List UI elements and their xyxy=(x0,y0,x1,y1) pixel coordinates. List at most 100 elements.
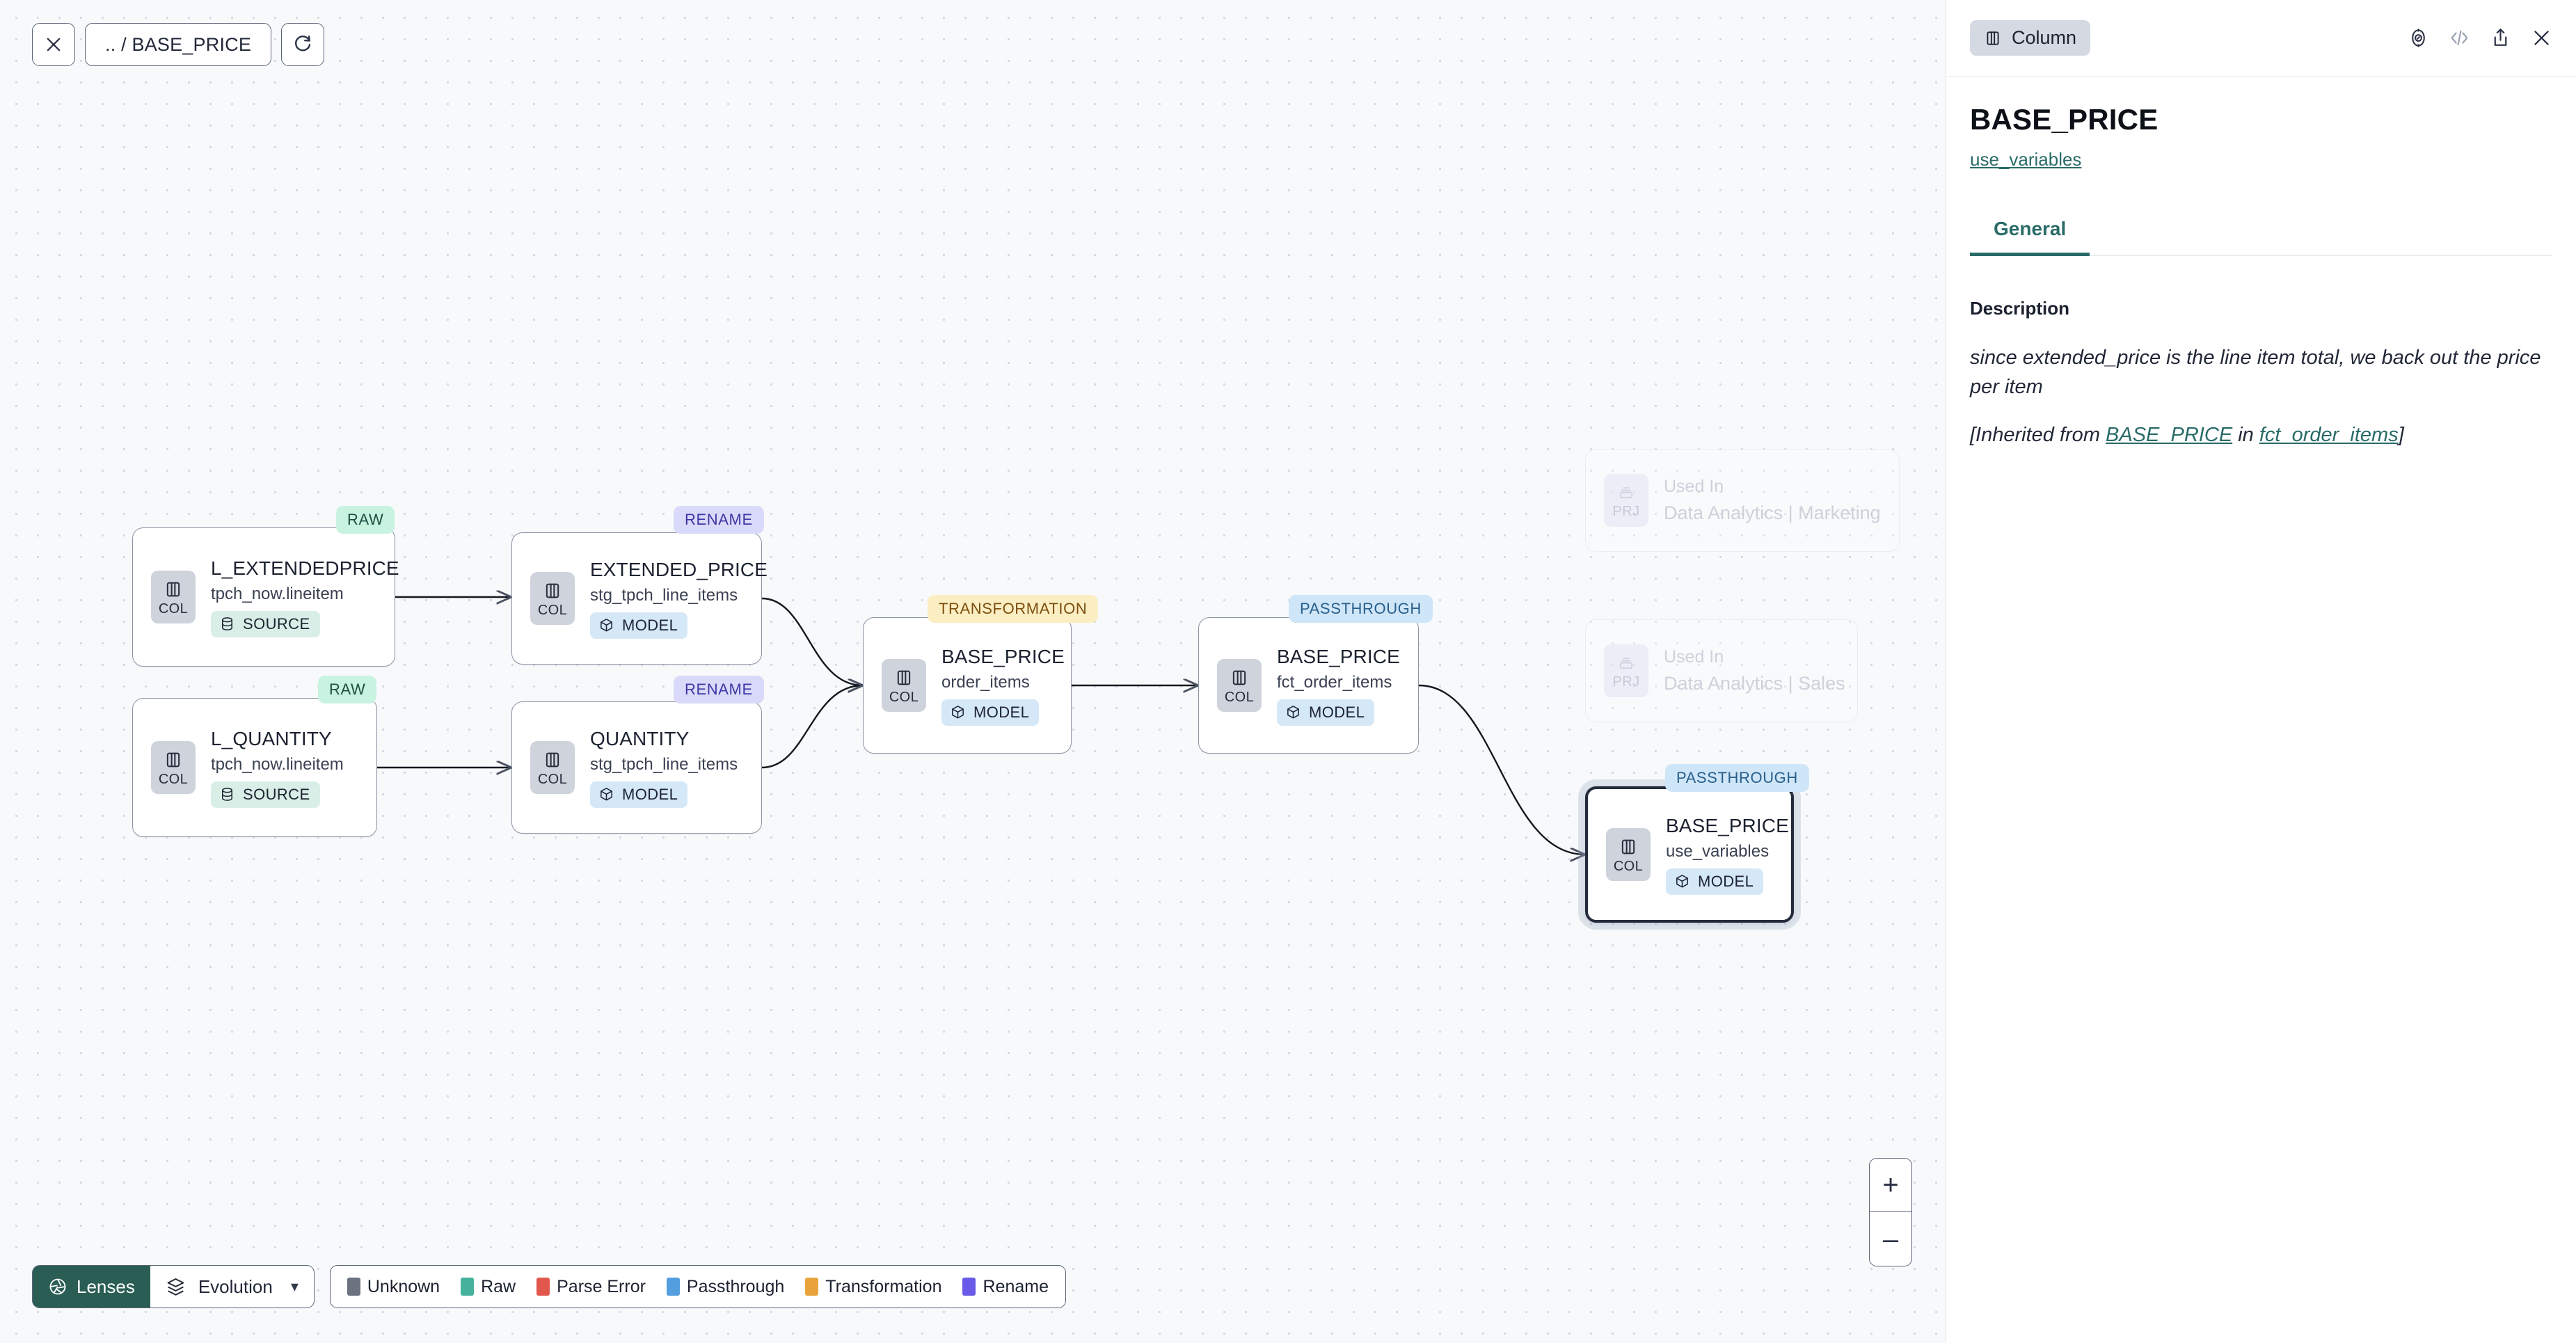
node-kind-badge: SOURCE xyxy=(211,610,320,637)
legend-label: Rename xyxy=(983,1276,1049,1296)
legend-item-raw: Raw xyxy=(461,1277,516,1297)
refresh-icon xyxy=(295,35,311,51)
layers-icon xyxy=(167,1278,184,1296)
node-title: EXTENDED_PRICE xyxy=(590,558,768,580)
node-title: L_EXTENDEDPRICE xyxy=(211,557,399,579)
description-inherited-note: [Inherited from BASE_PRICE in fct_order_… xyxy=(1970,424,2552,447)
col-badge-label: COL xyxy=(1613,858,1644,874)
used-in-card-sales[interactable]: PRJ Used In Data Analytics | Sales xyxy=(1585,619,1858,722)
database-icon xyxy=(222,788,232,801)
col-badge-label: COL xyxy=(537,771,568,787)
node-title: BASE_PRICE xyxy=(1277,645,1400,667)
node-l-extendedprice[interactable]: COL L_EXTENDEDPRICE tpch_now.lineitem SO… xyxy=(132,527,399,667)
panel-header-actions xyxy=(2408,27,2552,49)
compass-icon[interactable] xyxy=(2408,27,2429,49)
node-subtitle: use_variables xyxy=(1666,841,1770,861)
column-icon xyxy=(1987,31,1999,45)
node-subtitle: stg_tpch_line_items xyxy=(590,585,738,605)
inherited-column-link[interactable]: BASE_PRICE xyxy=(2106,424,2233,447)
used-in-card-marketing[interactable]: PRJ Used In Data Analytics | Marketing xyxy=(1585,449,1900,552)
panel-tabs: General xyxy=(1970,218,2552,256)
legend-item-passthrough: Passthrough xyxy=(666,1276,785,1297)
zoom-in-button[interactable]: + xyxy=(1870,1159,1911,1212)
chevron-down-icon: ▾ xyxy=(290,1278,299,1295)
refresh-button[interactable] xyxy=(281,23,325,66)
col-badge-label: COL xyxy=(889,689,919,705)
node-base-price-fct-order-items[interactable]: COL BASE_PRICE fct_order_items MODEL xyxy=(1198,617,1419,754)
node-extended-price[interactable]: COL EXTENDED_PRICE stg_tpch_line_items M… xyxy=(511,532,768,665)
node-kind-label: MODEL xyxy=(622,785,678,803)
canvas-bottom-toolbar: Lenses Evolution ▾ Unknown Raw xyxy=(32,1265,1066,1308)
details-panel-header: Column xyxy=(1946,0,2576,77)
lenses-label: Lenses xyxy=(77,1276,135,1297)
node-kind-label: MODEL xyxy=(1698,872,1754,890)
project-icon xyxy=(1619,487,1633,499)
used-in-name: Data Analytics | Marketing xyxy=(1664,502,1881,523)
node-subtitle: stg_tpch_line_items xyxy=(590,754,738,774)
lenses-button[interactable]: Lenses xyxy=(33,1266,150,1308)
lineage-canvas[interactable]: .. / BASE_PRICE xyxy=(0,0,1946,1343)
database-icon xyxy=(222,617,232,630)
used-in-label: Used In xyxy=(1664,477,1724,496)
legend-label: Passthrough xyxy=(686,1276,785,1296)
prj-badge: PRJ xyxy=(1604,474,1648,527)
details-panel-body: BASE_PRICE use_variables General xyxy=(1946,77,2576,256)
project-icon xyxy=(1619,658,1633,669)
legend-item-transformation: Transformation xyxy=(805,1277,941,1297)
node-kind-badge: MODEL xyxy=(941,699,1040,726)
legend-label: Unknown xyxy=(367,1276,440,1296)
node-title: BASE_PRICE xyxy=(1666,814,1789,836)
node-tag-raw: RAW xyxy=(336,506,395,534)
zoom-controls: + – xyxy=(1869,1158,1912,1266)
aperture-icon xyxy=(49,1278,66,1295)
col-badge-label: COL xyxy=(158,601,189,617)
cube-icon xyxy=(1676,875,1688,888)
inherited-prefix: [Inherited from xyxy=(1970,424,2106,447)
node-title: BASE_PRICE xyxy=(941,645,1065,667)
col-badge: COL xyxy=(530,572,575,625)
zoom-out-button[interactable]: – xyxy=(1882,1223,1899,1255)
share-icon[interactable] xyxy=(2490,27,2511,49)
code-icon[interactable] xyxy=(2449,27,2470,49)
node-quantity[interactable]: COL QUANTITY stg_tpch_line_items MODEL xyxy=(511,701,762,834)
node-base-price-order-items[interactable]: COL BASE_PRICE order_items MODEL xyxy=(863,617,1072,754)
evolution-dropdown[interactable]: Evolution ▾ xyxy=(150,1266,314,1308)
model-link[interactable]: use_variables xyxy=(1970,149,2082,170)
breadcrumb[interactable]: .. / BASE_PRICE xyxy=(85,23,272,66)
legend-swatch xyxy=(666,1278,680,1296)
legend-item-unknown: Unknown xyxy=(347,1277,440,1297)
col-badge: COL xyxy=(151,741,196,794)
edge-fct-to-usevariables xyxy=(1418,684,1585,855)
col-badge: COL xyxy=(151,571,196,623)
edge-quantity-to-baseprice xyxy=(761,685,863,769)
col-badge: COL xyxy=(530,741,575,794)
close-icon[interactable] xyxy=(2531,27,2552,49)
node-subtitle: order_items xyxy=(941,672,1030,692)
node-tag-rename: RENAME xyxy=(674,676,764,704)
node-base-price-use-variables[interactable]: COL BASE_PRICE use_variables MODEL xyxy=(1585,786,1794,923)
node-tag-raw: RAW xyxy=(318,676,377,704)
legend-label: Raw xyxy=(481,1276,516,1296)
close-graph-button[interactable] xyxy=(32,23,75,66)
column-icon xyxy=(546,583,559,598)
legend-swatch xyxy=(461,1278,475,1296)
legend-swatch xyxy=(347,1278,360,1296)
legend-swatch xyxy=(536,1278,550,1296)
prj-badge: PRJ xyxy=(1604,644,1648,697)
inherited-model-link[interactable]: fct_order_items xyxy=(2259,424,2399,447)
node-tag-passthrough: PASSTHROUGH xyxy=(1665,764,1809,792)
col-badge: COL xyxy=(1606,828,1651,881)
x-icon xyxy=(47,38,61,51)
tab-general[interactable]: General xyxy=(1970,218,2090,256)
entity-type-label: Column xyxy=(2012,27,2077,48)
node-kind-badge: MODEL xyxy=(1277,699,1375,726)
node-kind-label: SOURCE xyxy=(243,614,310,633)
inherited-suffix: ] xyxy=(2398,424,2404,447)
evolution-label: Evolution xyxy=(198,1276,273,1297)
column-icon xyxy=(1232,670,1246,685)
node-l-quantity[interactable]: COL L_QUANTITY tpch_now.lineitem SOURCE xyxy=(132,698,377,837)
description-label: Description xyxy=(1970,298,2070,319)
description-section: Description since extended_price is the … xyxy=(1946,298,2576,447)
cube-icon xyxy=(601,619,612,632)
details-panel: Column xyxy=(1946,0,2576,1343)
